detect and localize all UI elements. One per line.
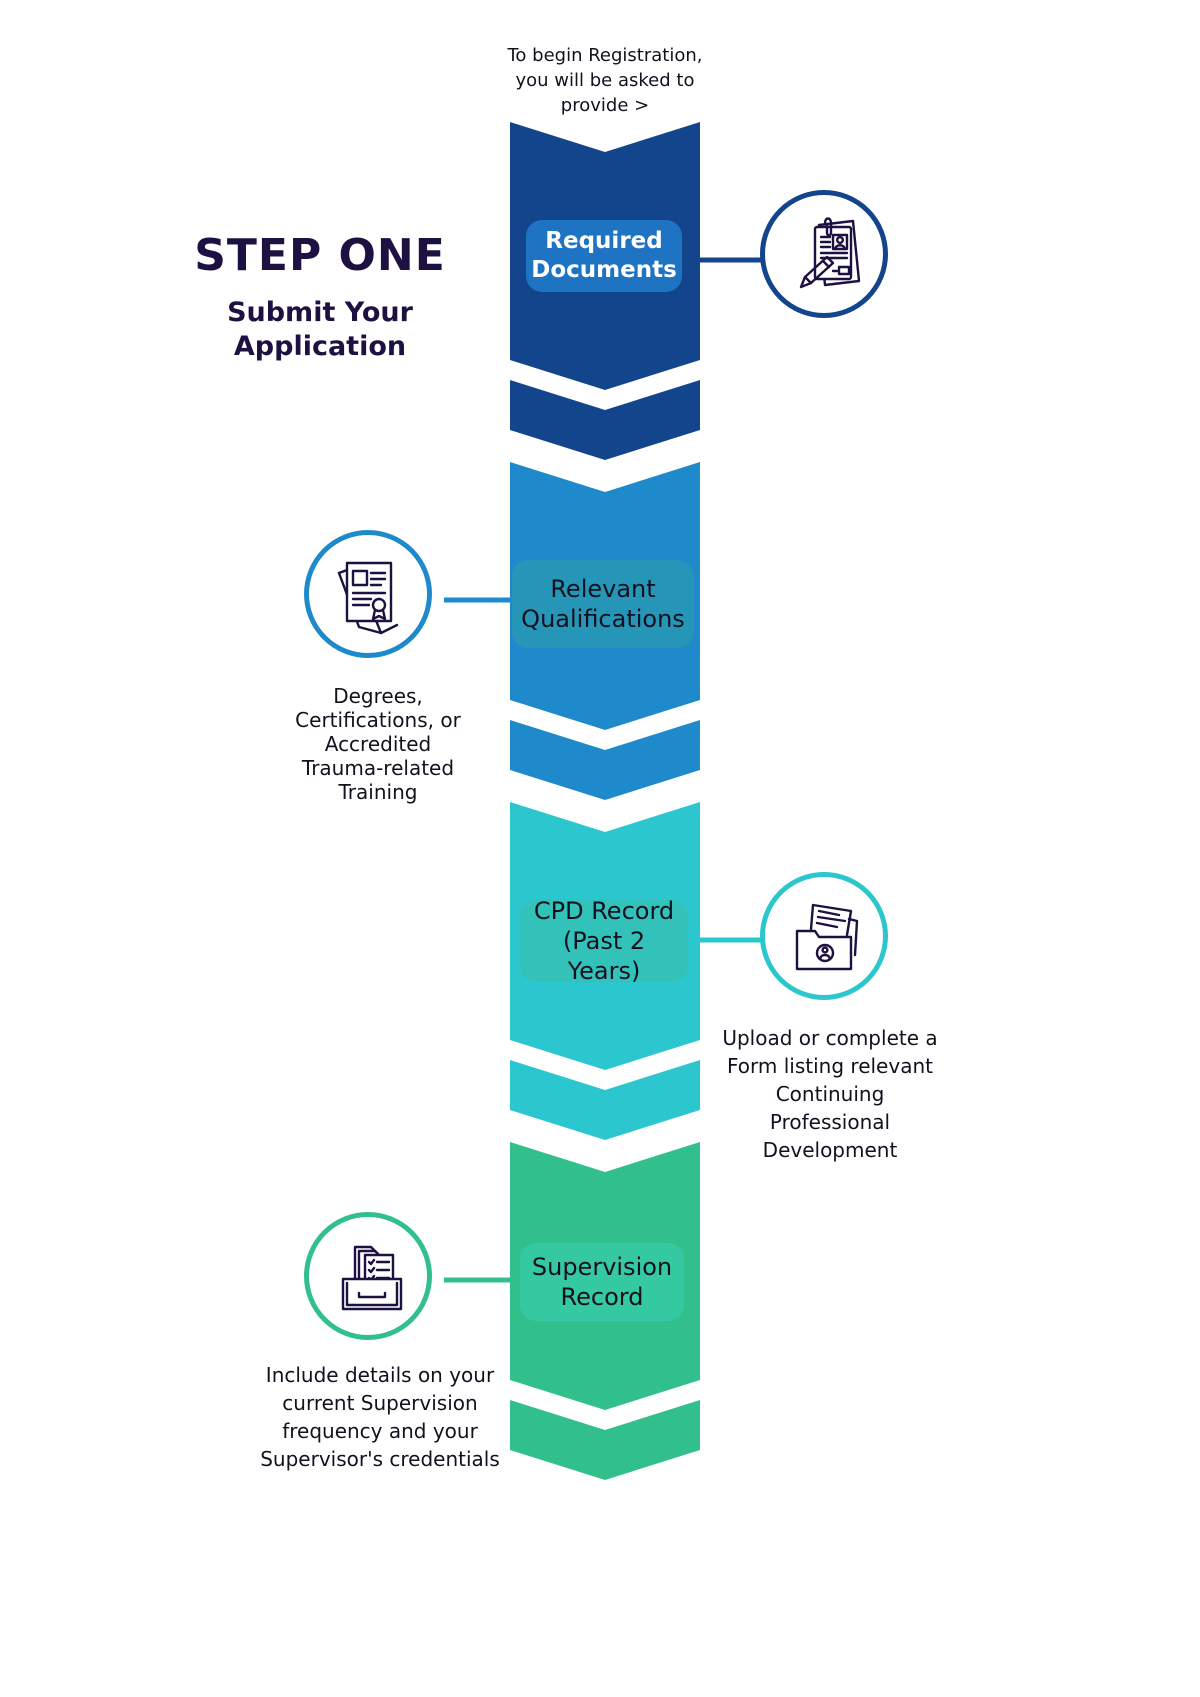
step-title: STEP ONE [194,230,446,281]
inbox-checklist-icon [341,1245,403,1311]
stage-label-relevant-qualifications: Relevant Qualifications [512,560,694,648]
intro-line-2: you will be asked to [515,70,695,91]
intro-text: To begin Registration, you will be asked… [490,43,720,118]
certificate-icon [337,561,399,635]
stage-label-line-1: Required [545,228,663,254]
required-documents-chevron-small [510,380,700,460]
description-line: Trauma-related [301,756,455,780]
id-document-pencil-icon [799,217,861,289]
step-subtitle-line-1: Submit Your [227,297,413,328]
supervision-record-circle [304,1212,432,1340]
stage-label-cpd-record: CPD Record (Past 2 Years) [520,897,688,985]
intro-line-1: To begin Registration, [507,45,703,66]
stage-label-line-2: Documents [531,257,677,283]
cpd-record-chevron-small [510,1060,700,1140]
stage-label-line-2: (Past 2 Years) [562,927,646,985]
qualifications-description: Degrees, Certifications, or Accredited T… [268,684,488,804]
step-subtitle-line-2: Application [233,331,407,362]
stage-label-line-1: CPD Record [533,897,675,925]
supervision-description: Include details on your current Supervis… [250,1361,510,1473]
description-line: Upload or complete a [722,1026,938,1050]
cpd-description: Upload or complete a Form listing releva… [708,1024,952,1164]
description-line: Supervisor's credentials [260,1447,500,1471]
description-line: current Supervision [282,1391,478,1415]
description-line: Include details on your [265,1363,495,1387]
stage-label-line-1: Supervision [531,1253,673,1281]
step-subtitle: Submit Your Application [200,296,440,364]
description-line: frequency and your [282,1419,478,1443]
relevant-qualifications-circle [304,530,432,658]
description-line: Degrees, [333,684,423,708]
relevant-qualifications-chevron-small [510,720,700,800]
description-line: Development [762,1138,898,1162]
description-line: Accredited [324,732,432,756]
stage-label-line-2: Record [560,1283,644,1311]
description-line: Professional [769,1110,891,1134]
description-line: Training [338,780,418,804]
stage-label-supervision-record: Supervision Record [520,1243,684,1321]
cpd-record-circle [760,872,888,1000]
description-line: Certifications, or [295,708,461,732]
stage-label-required-documents: Required Documents [526,220,682,292]
required-documents-circle [760,190,888,318]
supervision-record-chevron-small [510,1400,700,1480]
intro-line-3: provide > [560,95,650,116]
stage-label-line-2: Qualifications [521,605,685,633]
stage-label-line-1: Relevant [550,575,656,603]
description-line: Form listing relevant [727,1054,933,1078]
folder-documents-icon [795,903,859,971]
description-line: Continuing [775,1082,885,1106]
